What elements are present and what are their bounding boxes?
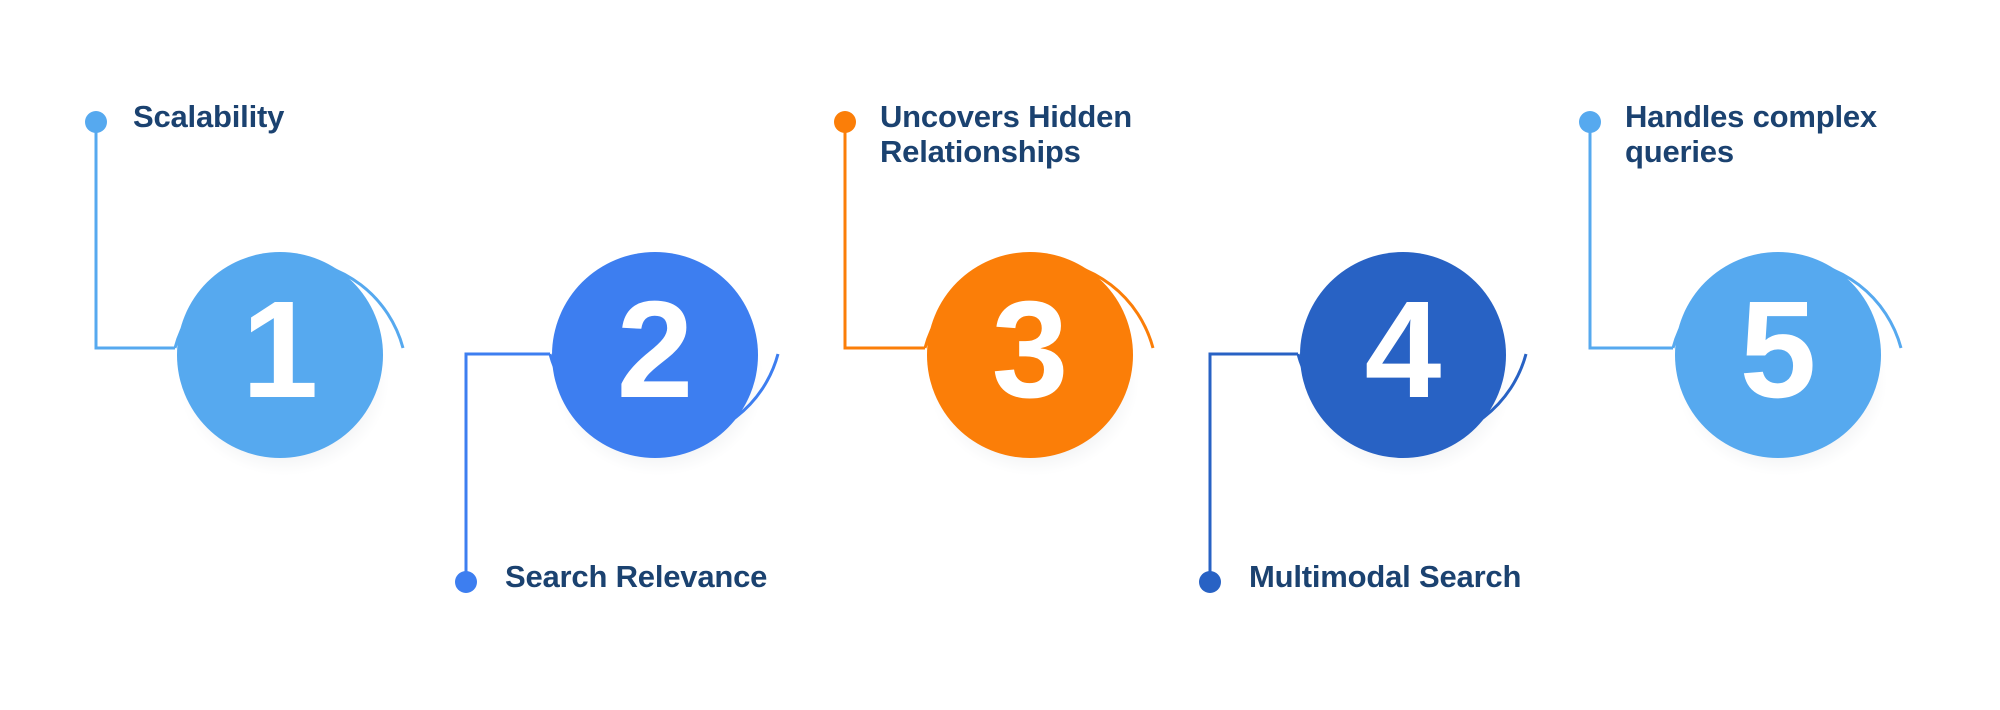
connector-dot	[1199, 571, 1221, 593]
step-group-3[interactable]	[834, 111, 1155, 476]
connector-dot	[834, 111, 856, 133]
step-circle[interactable]	[927, 252, 1133, 458]
step-group-2[interactable]	[455, 252, 780, 593]
step-circle[interactable]	[552, 252, 758, 458]
connector-line	[1588, 122, 1673, 350]
step-number-2: 2	[616, 273, 694, 427]
step-circle[interactable]	[1300, 252, 1506, 458]
step-number-5: 5	[1739, 273, 1817, 427]
step-number-1: 1	[241, 273, 319, 427]
step-label-1: Scalability	[133, 99, 285, 134]
step-circle[interactable]	[177, 252, 383, 458]
connector-line	[843, 122, 925, 350]
step-number-4: 4	[1364, 273, 1442, 427]
step-group-5[interactable]	[1579, 111, 1903, 476]
step-label-2: Search Relevance	[505, 559, 768, 594]
connector-dot	[1579, 111, 1601, 133]
step-label-3: Uncovers Hidden Relationships	[880, 99, 1132, 169]
step-group-4[interactable]	[1199, 252, 1528, 593]
connector-line	[94, 122, 175, 350]
step-circle[interactable]	[1675, 252, 1881, 458]
connector-dot	[455, 571, 477, 593]
step-label-4: Multimodal Search	[1249, 559, 1522, 594]
connector-dot	[85, 111, 107, 133]
connector-line	[464, 352, 550, 582]
step-label-5: Handles complex queries	[1625, 99, 1877, 169]
connector-line	[1208, 352, 1298, 582]
step-number-3: 3	[991, 273, 1069, 427]
step-group-1[interactable]	[85, 111, 405, 476]
